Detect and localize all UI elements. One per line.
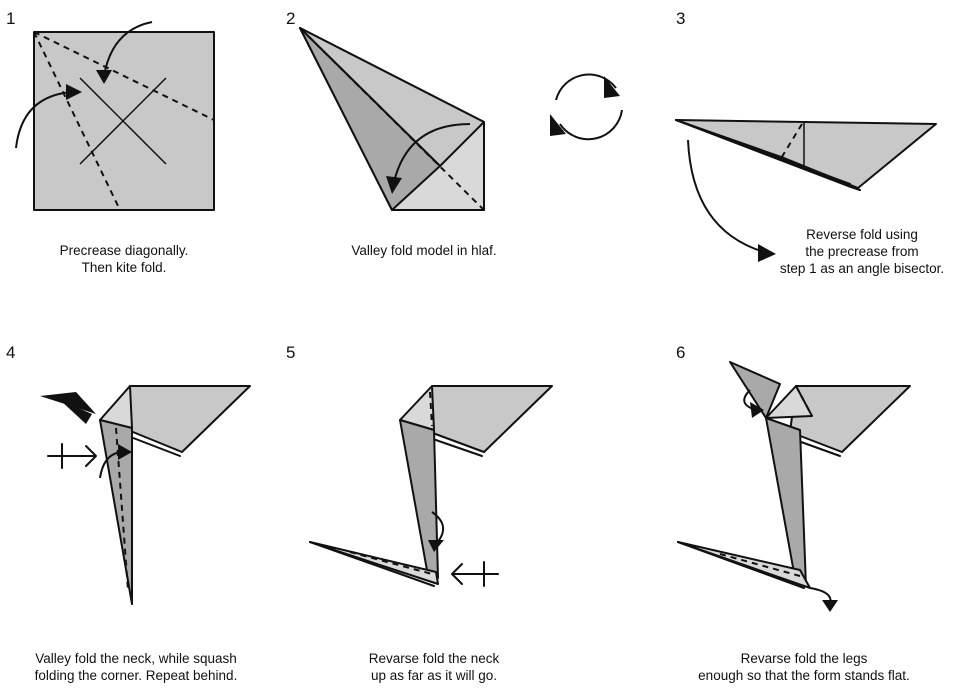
step-2-diagram [299,27,485,211]
turn-over-arc-top [555,73,617,101]
step-1-diagram [15,21,215,211]
kite-fold-line-upper [33,31,215,121]
leg-reverse-line [719,553,801,577]
neck-reverse-arrowhead [428,540,444,552]
push-arrow-icon [40,392,96,414]
step-3-diagram [675,119,937,262]
step-1-number: 1 [6,9,16,28]
step-2-number: 2 [286,9,296,28]
turn-over-head-top [604,76,620,98]
valley-fold-arrowhead [386,176,402,194]
bottom-edge-upper [675,119,851,185]
folded-triangle [675,119,937,189]
neck-flap [399,419,439,579]
caption-line: Revarse fold the neck [368,651,500,666]
push-arrow-tail [60,400,92,424]
head-fold-arrowhead [750,402,764,418]
body-flap [789,385,911,453]
fold-arrow-left [15,91,73,149]
caption-line: Reverse fold using [806,227,918,242]
squash-fold-arrowhead [118,444,132,460]
repeat-behind-head [85,445,97,467]
corner-fold-line [429,391,433,427]
caption-line: step 1 as an angle bisector. [779,261,945,276]
fold-arrowhead-left [66,84,82,100]
reverse-fold-arrowhead [758,244,776,262]
caption-line: enough so that the form stands flat. [698,668,910,683]
step-4-caption: Valley fold the neck, while squash foldi… [0,650,272,684]
caption-line: Valley fold the neck, while squash [35,651,237,666]
head-edge [309,541,435,587]
fold-arrow-top [103,21,153,77]
caption-line: up as far as it will go. [370,668,498,683]
head-fold-line [795,385,813,417]
turn-over-head-bottom [550,114,566,136]
foot-edge [677,541,805,589]
precrease-line-b [79,77,167,165]
step-4-number: 4 [6,343,16,362]
reverse-fold-line [779,123,803,161]
step-3-caption: Reverse fold using the precrease from st… [762,226,960,277]
step-5-number: 5 [286,343,296,362]
step-3-number: 3 [676,9,686,28]
step-4-diagram [40,385,251,605]
step-6-caption: Revarse fold the legs enough so that the… [664,650,944,684]
caption-line: Precrease diagonally. [59,243,189,258]
body-edge-lower [127,435,181,457]
step-1-caption: Precrease diagonally. Then kite fold. [34,242,214,276]
caption-line: Valley fold model in hlaf. [351,243,497,258]
reverse-fold-arrow [687,139,765,253]
repeat-behind-head [451,563,463,585]
turn-over-arc-bottom [559,109,623,141]
leg-fold-arrowhead [822,600,838,612]
caption-line: the precrease from [805,244,919,259]
step-6-number: 6 [676,343,686,362]
step-2-caption: Valley fold model in hlaf. [334,242,514,259]
caption-line: Then kite fold. [81,260,167,275]
step-5-caption: Revarse fold the neck up as far as it wi… [334,650,534,684]
caption-line: folding the corner. Repeat behind. [34,668,238,683]
fold-arrowhead-top [96,70,112,84]
body-flap [429,385,553,453]
turn-over-icon [550,73,623,141]
step-5-diagram [309,385,553,587]
kite-lower-flap [299,27,441,211]
leg-flap [765,417,807,587]
valley-fold-arrow [393,123,471,183]
head-piece [729,361,781,419]
caption-line: Revarse fold the legs [740,651,868,666]
step-6-diagram [677,361,911,612]
body-edge-lower [429,437,483,457]
neck-reverse-line [349,551,433,575]
